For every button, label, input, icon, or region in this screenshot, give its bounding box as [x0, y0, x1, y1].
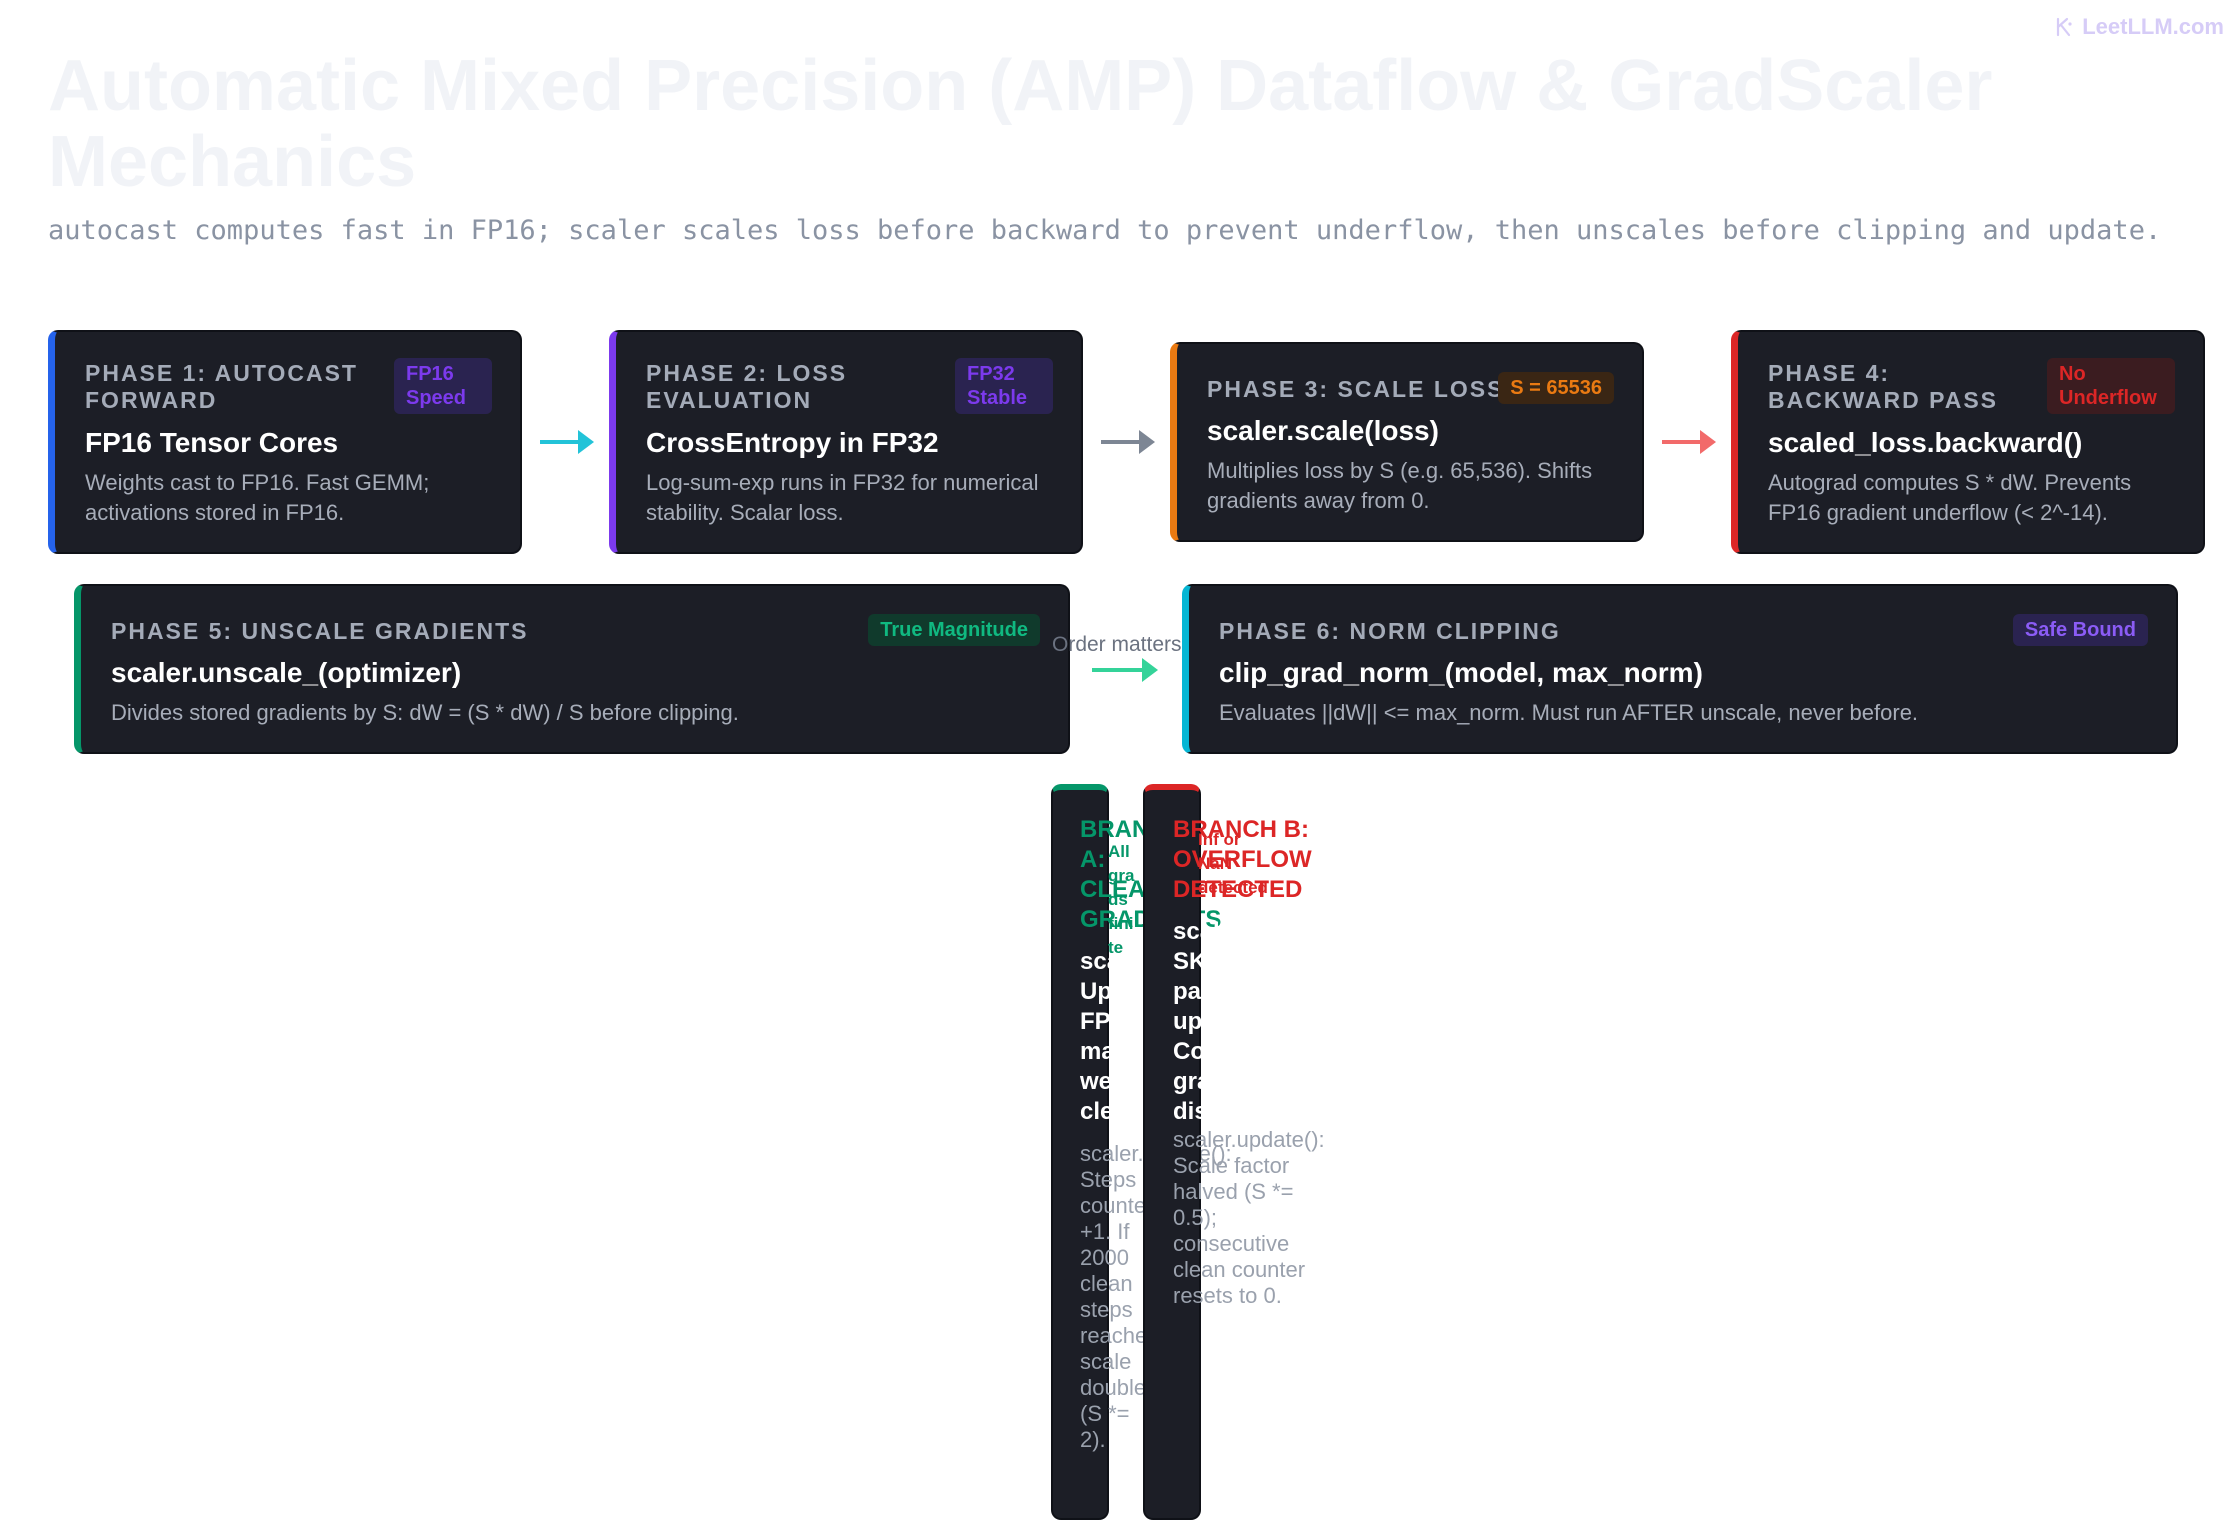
- phase-6-label: PHASE 6: NORM CLIPPING: [1219, 618, 1561, 644]
- phase-1-badge: FP16 Speed: [394, 358, 492, 414]
- phase-2-title: CrossEntropy in FP32: [646, 427, 939, 458]
- phase-5-label: PHASE 5: UNSCALE GRADIENTS: [111, 618, 529, 644]
- arrow-phase2-to-phase3: [1101, 430, 1155, 454]
- phase-6-title: clip_grad_norm_(model, max_norm): [1219, 657, 1703, 688]
- phase-1-desc: Weights cast to FP16. Fast GEMM; activat…: [85, 470, 430, 525]
- arrow-phase3-to-phase4: [1662, 430, 1716, 454]
- branch-a-card: [1051, 784, 1109, 1520]
- phase-2-label: PHASE 2: LOSS EVALUATION: [646, 360, 848, 413]
- page-subtitle: autocast computes fast in FP16; scaler s…: [48, 215, 2162, 246]
- phase-4-label: PHASE 4: BACKWARD PASS: [1768, 360, 1999, 413]
- phase-6-desc: Evaluates ||dW|| <= max_norm. Must run A…: [1219, 700, 1919, 725]
- branch-b-note: scaler.update(): Scale factor halved (S …: [1173, 1127, 1325, 1308]
- phase-4-badge: No Underflow: [2047, 358, 2175, 414]
- branch-a-tag: All grads finite: [1108, 842, 1135, 957]
- phase-2-card: PHASE 2: LOSS EVALUATION FP32 Stable Cro…: [609, 330, 1083, 554]
- phase-2-desc: Log-sum-exp runs in FP32 for numerical s…: [646, 470, 1039, 525]
- phase-3-card: PHASE 3: SCALE LOSS S = 65536 scaler.sca…: [1170, 342, 1644, 542]
- brand-name: LeetLLM.com: [2082, 14, 2224, 39]
- phase-4-card: PHASE 4: BACKWARD PASS No Underflow scal…: [1731, 330, 2205, 554]
- branch-b-content: BRANCH B: OVERFLOW DETECTED scaler.step(…: [1173, 815, 1428, 1309]
- phase-4-desc: Autograd computes S * dW. Prevents FP16 …: [1768, 470, 2132, 525]
- arrow-phase5-to-phase6: [1092, 658, 1158, 682]
- phase-3-label: PHASE 3: SCALE LOSS: [1207, 376, 1505, 402]
- phase-3-badge: S = 65536: [1498, 372, 1614, 404]
- phase-6-card: PHASE 6: NORM CLIPPING Safe Bound clip_g…: [1182, 584, 2178, 754]
- leetllm-logo-icon: [2057, 17, 2072, 37]
- phase-5-badge: True Magnitude: [868, 614, 1040, 646]
- phase-5-desc: Divides stored gradients by S: dW = (S *…: [111, 700, 739, 725]
- branch-b-code: scaler.step(optimizer): SKIPS parameter …: [1173, 918, 1428, 1125]
- order-matters-label: Order matters: [1052, 633, 1182, 656]
- phase-5-card: PHASE 5: UNSCALE GRADIENTS True Magnitud…: [74, 584, 1070, 754]
- arrow-phase1-to-phase2: [540, 430, 594, 454]
- phase-6-badge: Safe Bound: [2012, 614, 2148, 646]
- branch-a-code: scaler.step(optimizer): Updates FP32 mas…: [1080, 948, 1335, 1125]
- brand-logo[interactable]: LeetLLM.com: [2052, 14, 2224, 40]
- phase-3-desc: Multiplies loss by S (e.g. 65,536). Shif…: [1207, 458, 1593, 513]
- phase-5-title: scaler.unscale_(optimizer): [111, 657, 462, 688]
- phase-2-badge: FP32 Stable: [955, 358, 1053, 414]
- phase-1-title: FP16 Tensor Cores: [85, 427, 339, 458]
- phase-1-card: PHASE 1: AUTOCAST FORWARD FP16 Speed FP1…: [48, 330, 522, 554]
- phase-4-title: scaled_loss.backward(): [1768, 427, 2083, 458]
- branch-b-title: BRANCH B: OVERFLOW DETECTED: [1173, 816, 1312, 903]
- branch-b-tag: Inf or NaN detected: [1198, 830, 1268, 897]
- branch-b-card: [1143, 784, 1201, 1520]
- phase-3-title: scaler.scale(loss): [1207, 415, 1439, 446]
- page-title: Automatic Mixed Precision (AMP) Dataflow…: [48, 46, 1993, 202]
- phase-1-label: PHASE 1: AUTOCAST FORWARD: [85, 360, 358, 413]
- branch-a-note: scaler.update(): Steps counter +1. If 20…: [1080, 1141, 1232, 1452]
